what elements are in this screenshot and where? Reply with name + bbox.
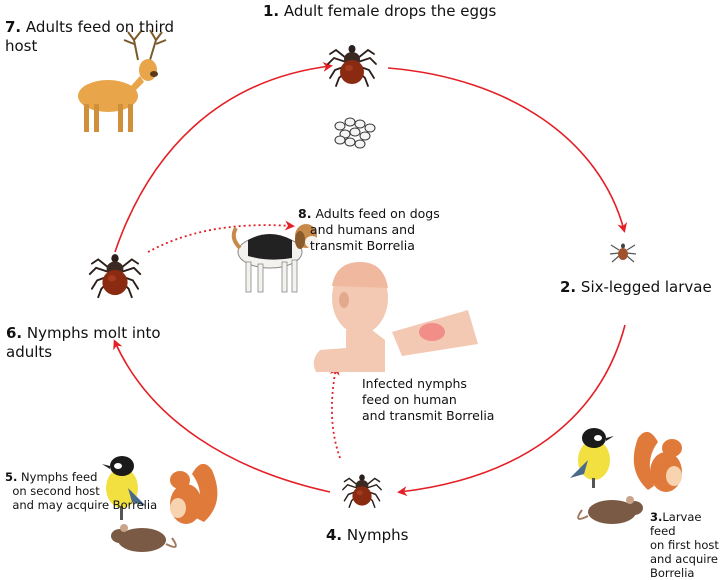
squirrel-icon: [633, 431, 682, 492]
larva-icon: [609, 243, 637, 263]
tick-icon: [88, 253, 142, 299]
dotted-arrow-nymph-to-human: [329, 365, 341, 459]
human-icon: [313, 262, 388, 372]
stage-4-label: 4. Nymphs: [326, 526, 409, 544]
deer-icon: [78, 29, 167, 132]
bird-icon: [570, 428, 614, 488]
stage-8-label: 8. Adults feed on dogs and humans and tr…: [298, 206, 440, 253]
stage-6-label: 6. Nymphs molt into adults: [6, 324, 161, 361]
stage-2-label: 2. Six-legged larvae: [560, 278, 712, 296]
infected-nymphs-label: Infected nymphs feed on human and transm…: [362, 376, 495, 423]
bird-icon: [102, 456, 146, 520]
stage-7-label: 7. Adults feed on third host: [5, 18, 175, 55]
dog-icon: [231, 224, 319, 293]
arrow-7-to-1: [114, 61, 333, 253]
squirrel-icon: [170, 463, 218, 524]
stage-1-label: 1. Adult female drops the eggs: [263, 2, 497, 20]
eggs-icon: [334, 117, 376, 149]
arrow-4-to-6: [113, 339, 331, 493]
arrow-1-to-2: [387, 67, 628, 233]
mouse-icon: [111, 524, 177, 552]
tick-icon: [342, 473, 382, 508]
arrow-2-to-4: [397, 324, 626, 497]
skin-bite-icon: [392, 310, 478, 356]
mouse-icon: [577, 496, 643, 524]
stage-5-label: 5. Nymphs feed on second host and may ac…: [5, 470, 158, 512]
tick-icon: [327, 44, 377, 87]
dotted-arrow-adults-to-dog: [147, 220, 295, 253]
